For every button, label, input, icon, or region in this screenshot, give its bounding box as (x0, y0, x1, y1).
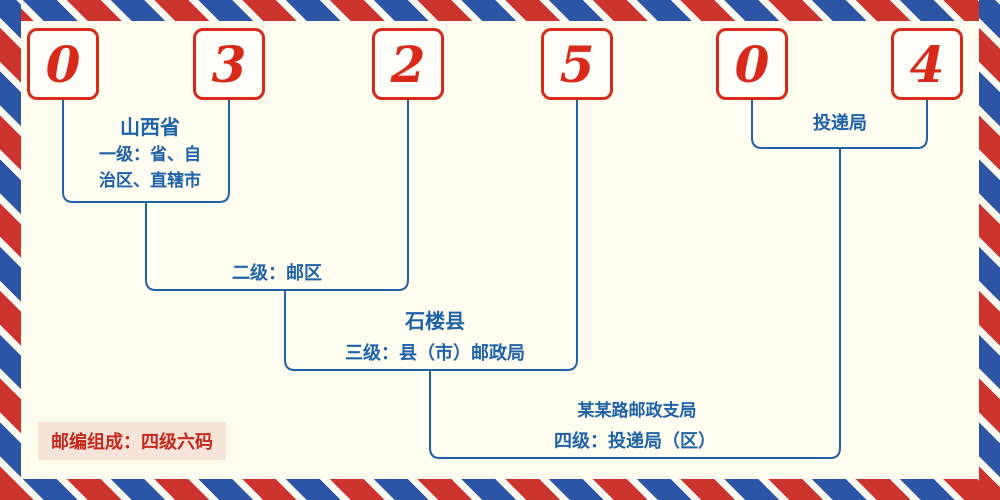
airmail-border-top (0, 0, 1000, 21)
airmail-border-right (979, 0, 1000, 500)
postal-digit-1: 0 (27, 28, 99, 100)
postal-digit-5: 0 (716, 28, 788, 100)
airmail-border-left (0, 0, 21, 500)
level1-region-label: 山西省 (120, 115, 180, 139)
level1-description: 一级：省、自治区、直辖市 (99, 145, 201, 192)
postal-digit-6: 4 (891, 28, 963, 100)
level3-description: 三级：县（市）邮政局 (345, 343, 525, 364)
level2-description: 二级：邮区 (232, 263, 322, 284)
postal-digit-4: 5 (541, 28, 613, 100)
delivery-office-label: 投递局 (813, 113, 867, 134)
postal-digit-2: 3 (193, 28, 265, 100)
postal-digit-3: 2 (372, 28, 444, 100)
airmail-border-bottom (0, 479, 1000, 500)
level3-region-label: 石楼县 (405, 309, 465, 333)
composition-note: 邮编组成：四级六码 (38, 422, 226, 460)
level4-office-label: 某某路邮政支局 (577, 401, 697, 421)
level4-description: 四级：投递局（区） (554, 431, 716, 452)
